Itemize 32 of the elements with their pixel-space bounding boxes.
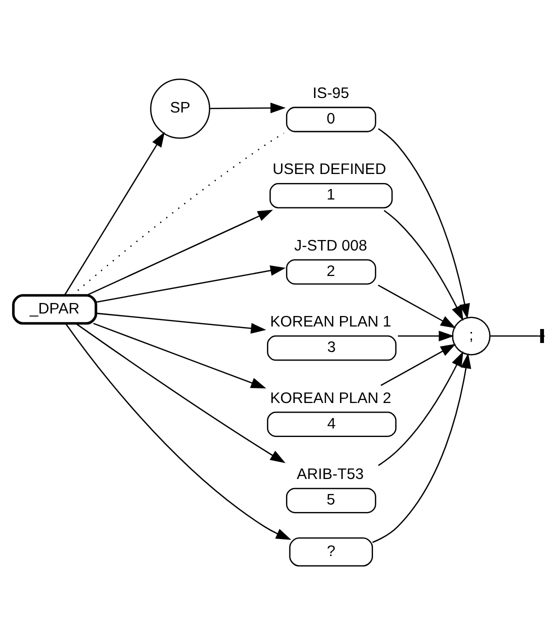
- node-box: 2: [286, 258, 376, 284]
- node-label: ARIB-T53: [296, 466, 364, 483]
- arrow: [384, 209, 464, 320]
- node-circle: ;: [452, 316, 491, 355]
- node-label: KOREAN PLAN 1: [270, 313, 392, 330]
- arrow: [96, 312, 266, 334]
- node-box: 3: [266, 334, 396, 360]
- arrow: [64, 131, 165, 296]
- arrow: [378, 128, 470, 319]
- node-box: 1: [270, 182, 393, 208]
- arrow: [398, 330, 454, 341]
- node-box: 0: [286, 106, 376, 132]
- arrow: [378, 350, 464, 466]
- connector: [72, 132, 284, 296]
- node-box: _DPAR: [12, 294, 98, 324]
- node-box: ?: [289, 536, 373, 566]
- node-box: 4: [266, 411, 396, 436]
- node-label: IS-95: [312, 84, 350, 102]
- node-label: USER DEFINED: [272, 160, 386, 178]
- arrow: [372, 352, 472, 542]
- arrow: [380, 343, 456, 386]
- arrow: [65, 322, 292, 540]
- arrow: [378, 284, 456, 328]
- node-circle: SP: [150, 78, 210, 138]
- arrow: [96, 264, 286, 302]
- node-label: KOREAN PLAN 2: [270, 389, 392, 406]
- arrow: [93, 322, 266, 388]
- node-box: 5: [286, 487, 376, 513]
- arrow: [75, 322, 286, 463]
- node-label: J-STD 008: [294, 236, 368, 254]
- arrow: [86, 209, 274, 296]
- arrow: [210, 102, 286, 113]
